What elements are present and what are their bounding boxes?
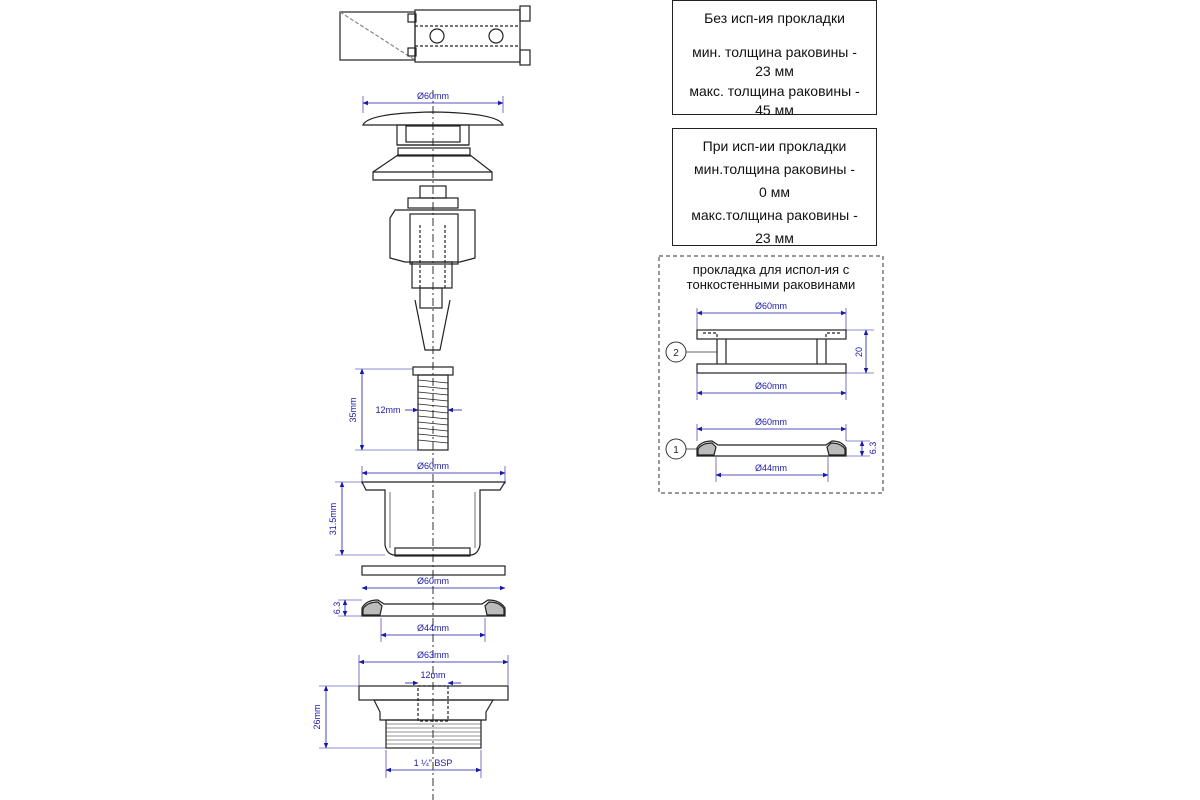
- info-box-2-title: При исп-ии прокладки: [702, 138, 847, 154]
- cup-diameter-label: Ø60mm: [417, 461, 449, 471]
- info-box-2-line3: макс.толщина раковины -: [691, 207, 858, 224]
- ring-inner-label: Ø44mm: [417, 623, 449, 633]
- info-box-1-line2: 23 мм: [755, 63, 794, 80]
- ring-height-label: 6.3: [332, 602, 342, 615]
- callout-1-label: 1: [673, 445, 679, 456]
- info-box-2-line4: 23 мм: [755, 230, 794, 247]
- threaded-bolt: [412, 366, 454, 451]
- callout-2-label: 2: [673, 348, 679, 359]
- info-box-1-line1: мин. толщина раковины -: [692, 43, 857, 60]
- info-box-with-gasket: При исп-ии прокладки мин.толщина раковин…: [672, 128, 877, 246]
- gasket1-bottom-label: Ø44mm: [755, 463, 787, 473]
- gasket-1: [696, 440, 847, 457]
- info-box-1-line4: 45 мм: [755, 102, 794, 119]
- rubber-ring: [361, 599, 506, 617]
- gasket-panel-title-line2: тонкостенными раковинами: [687, 277, 856, 292]
- info-box-2-line2: 0 мм: [759, 184, 790, 201]
- nut-diameter-label: Ø63mm: [417, 650, 449, 660]
- info-box-2-line1: мин.толщина раковины -: [694, 161, 855, 178]
- gasket1-top-label: Ø60mm: [755, 417, 787, 427]
- drain-cap: [362, 111, 504, 146]
- info-box-1-title: Без исп-ия прокладки: [704, 10, 845, 26]
- flat-washer: [361, 565, 506, 576]
- hinge-part: [339, 5, 531, 66]
- drain-body-cup: [361, 481, 507, 557]
- gasket2-mid-label: Ø60mm: [755, 381, 787, 391]
- bolt-length-label: 35mm: [348, 397, 358, 422]
- spring-mechanism: [389, 185, 476, 351]
- nut-height-label: 26mm: [312, 704, 322, 729]
- washer-diameter-label: Ø60mm: [417, 576, 449, 586]
- gasket2-height-label: 20: [854, 347, 864, 357]
- info-box-1-line3: макс. толщина раковины -: [689, 82, 860, 99]
- gasket-2: [696, 329, 847, 374]
- cup-height-label: 31.5mm: [328, 503, 338, 536]
- bolt-diameter-label: 12mm: [375, 405, 400, 415]
- gasket-panel-frame: [658, 255, 884, 494]
- gasket2-top-label: Ø60mm: [755, 301, 787, 311]
- gasket-panel-title-line1: прокладка для испол-ия с: [693, 262, 850, 277]
- thread-label: 1 ¼" BSP: [414, 758, 453, 768]
- gasket1-height-label: 6.3: [868, 442, 878, 455]
- upper-flange: [372, 147, 493, 181]
- threaded-nut: [358, 685, 509, 749]
- cap-diameter-label: Ø60mm: [417, 91, 449, 101]
- nut-bore-label: 12mm: [420, 670, 445, 680]
- info-box-without-gasket: Без исп-ия прокладки мин. толщина ракови…: [672, 0, 877, 118]
